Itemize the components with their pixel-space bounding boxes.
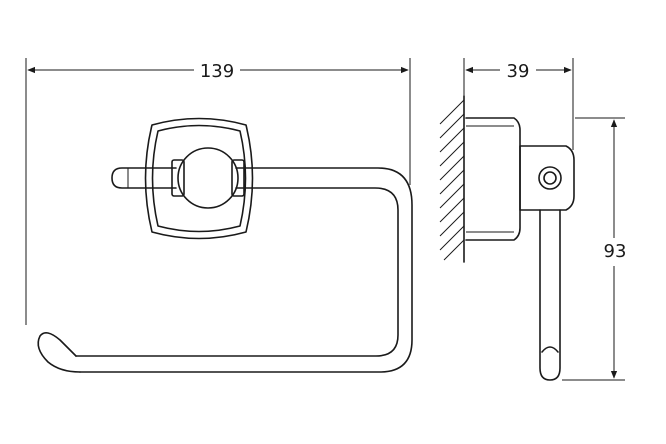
central-boss xyxy=(171,147,245,209)
width-label-bg xyxy=(194,58,240,80)
height-dimension: 93 xyxy=(562,117,630,381)
width-dimension: 139 xyxy=(25,58,411,325)
width-dimension-label: 139 xyxy=(200,61,234,82)
side-arm xyxy=(539,209,561,381)
side-boss xyxy=(519,145,575,211)
holder-arm xyxy=(37,167,413,373)
side-plate xyxy=(465,117,521,241)
side-view: 39 xyxy=(439,58,630,381)
depth-dimension: 39 xyxy=(463,58,574,150)
height-label-bg xyxy=(600,238,630,266)
wall-hatching xyxy=(439,95,465,263)
depth-label-bg xyxy=(500,58,536,80)
depth-dimension-label: 39 xyxy=(507,61,530,82)
front-view: 139 xyxy=(25,58,413,373)
mounting-plate xyxy=(144,117,254,240)
height-dimension-label: 93 xyxy=(604,241,627,262)
